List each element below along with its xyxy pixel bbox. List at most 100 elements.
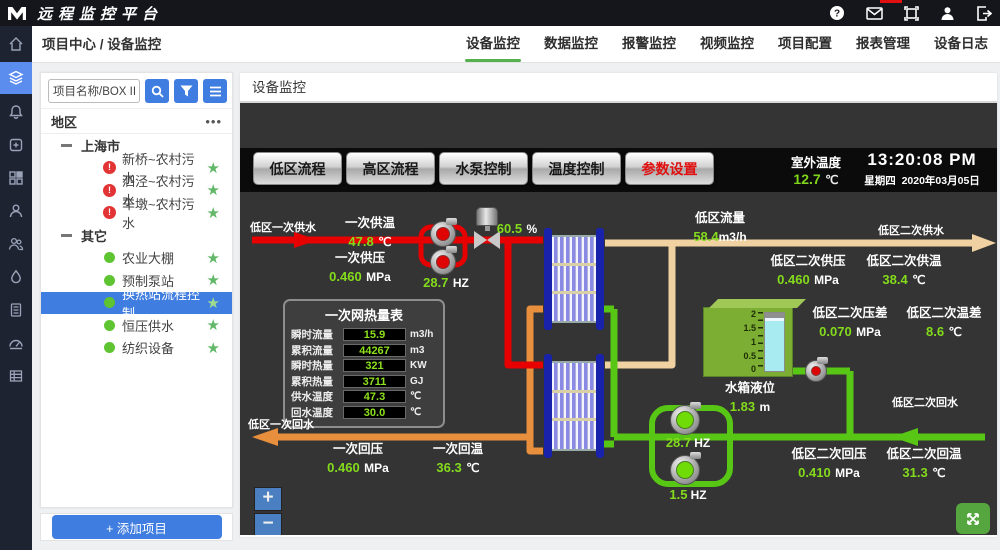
tree-item[interactable]: 农业大棚★ [41,247,232,270]
collapse-icon[interactable] [61,144,72,147]
tree-item[interactable]: !泗泾~农村污水★ [41,174,232,208]
favorite-star-icon[interactable]: ★ [206,182,220,200]
reading-supply-temp: 一次供温 47.8 ℃ [344,216,395,249]
dashboard-icon[interactable] [0,163,32,193]
tree-item[interactable]: !新桥~农村污水★ [41,152,232,186]
logout-icon[interactable] [976,5,992,21]
mail-icon[interactable] [866,6,883,20]
tree-item-selected[interactable]: 换热站流程控制★ [41,287,232,321]
tab-alarm-monitor[interactable]: 报警监控 [622,36,676,51]
favorite-star-icon[interactable]: ★ [206,272,220,290]
meter-value: 30.0 [343,405,406,419]
add-project-button[interactable]: + 添加项目 [51,515,222,539]
meter-value: 321 [343,359,406,373]
add-project-card: + 添加项目 [40,513,233,541]
search-button[interactable] [145,79,169,103]
layers-icon[interactable] [0,62,32,94]
pipe-network [252,224,996,487]
control-valve [467,207,507,253]
user-profile-icon[interactable] [0,196,32,226]
app-title: 远程监控平台 [37,6,164,23]
favorite-star-icon[interactable]: ★ [206,159,220,177]
tab-device-log[interactable]: 设备日志 [934,36,988,51]
gauge-icon[interactable] [0,328,32,358]
reading-sec-supply-pres: 低区二次供压 0.460 MPa [770,254,846,287]
tab-device-monitor[interactable]: 设备监控 [454,26,532,63]
reading-low-zone-flow: 低区流量 58.4m3/h [693,211,747,244]
reading-return-temp: 一次回温 36.3 ℃ [432,442,483,475]
secondary-pump-1 [670,402,701,435]
user-icon[interactable] [940,6,955,21]
btn-pump-control[interactable]: 水泵控制 [439,152,528,185]
reading-sec-diff-temp: 低区二次温差 8.6 ℃ [906,306,982,339]
main-panel: 设备监控 低区流程 高区流程 水泵控制 温度控制 参数设置 室外温度 12.7 … [240,73,997,537]
logo-icon [7,5,27,22]
menu-button[interactable] [203,79,227,103]
collapse-icon[interactable] [61,234,72,237]
btn-temp-control[interactable]: 温度控制 [532,152,621,185]
reading-sec-diff-pres: 低区二次压差 0.070 MPa [812,306,888,339]
online-status-icon [104,297,115,309]
region-more-button[interactable]: ••• [205,113,222,129]
alarm-status-icon: ! [103,206,116,220]
meter-value: 47.3 [343,390,406,404]
primary-pump-1 [430,218,457,247]
zoom-out-button[interactable]: − [254,513,282,535]
favorite-star-icon[interactable]: ★ [206,294,220,312]
project-search-input[interactable] [48,79,140,103]
help-icon[interactable]: ? [829,5,845,21]
heat-exchanger-2 [544,354,604,458]
valve-actuator [476,207,498,226]
water-drop-icon[interactable] [0,262,32,292]
tab-bar: 设备监控 数据监控 报警监控 视频监控 项目配置 报表管理 设备日志 [454,26,1000,63]
online-status-icon [104,252,115,264]
tab-report-manage[interactable]: 报表管理 [856,36,910,51]
favorite-star-icon[interactable]: ★ [206,339,220,357]
add-window-icon[interactable] [0,130,32,160]
tab-project-config[interactable]: 项目配置 [778,36,832,51]
tree-item[interactable]: 纺织设备★ [41,337,232,360]
reading-pump1-freq: 28.7 HZ [423,275,469,290]
water-tank: 2 1.5 1 0.5 0 [703,307,793,377]
favorite-star-icon[interactable]: ★ [206,317,220,335]
outdoor-temperature: 室外温度 12.7 ℃ [790,156,841,187]
region-header: 地区 ••• [41,108,232,134]
meter-value: 3711 [343,374,406,388]
tank-level-gauge [764,312,785,372]
primary-pump-2 [430,246,457,275]
btn-high-zone-flow[interactable]: 高区流程 [346,152,435,185]
bell-icon[interactable] [0,97,32,127]
fullscreen-icon[interactable] [904,5,919,21]
btn-low-zone-flow[interactable]: 低区流程 [253,152,342,185]
meter-value: 15.9 [343,328,406,342]
table-list-icon[interactable] [0,361,32,391]
users-group-icon[interactable] [0,229,32,259]
tree-group-shanghai[interactable]: 上海市 [41,134,232,157]
online-status-icon [104,342,115,354]
reading-supply-pres: 一次供压 0.460 MPa [329,251,391,284]
filter-button[interactable] [174,79,198,103]
favorite-star-icon[interactable]: ★ [206,204,220,222]
home-icon[interactable] [0,29,32,59]
online-status-icon [104,274,115,286]
favorite-star-icon[interactable]: ★ [206,249,220,267]
notification-badge [880,0,902,3]
tree-group-other[interactable]: 其它 [41,224,232,247]
pipe-label: 低区一次供水 [250,222,316,234]
reading-pump3-freq: 1.5 HZ [669,487,707,502]
fit-screen-button[interactable] [956,503,990,534]
document-icon[interactable] [0,295,32,325]
scada-canvas: 低区流程 高区流程 水泵控制 温度控制 参数设置 室外温度 12.7 ℃ 13:… [240,103,997,535]
heat-exchanger-1 [544,228,604,330]
pipe-label: 低区一次回水 [248,419,314,431]
zoom-in-button[interactable]: + [254,487,282,511]
tab-data-monitor[interactable]: 数据监控 [544,36,598,51]
tab-video-monitor[interactable]: 视频监控 [700,36,754,51]
project-tree: 上海市 !新桥~农村污水★ !泗泾~农村污水★ !车墩~农村污水★ 其它 农业大… [41,134,232,359]
tree-item[interactable]: !车墩~农村污水★ [41,197,232,231]
tree-item[interactable]: 预制泵站★ [41,269,232,292]
btn-param-settings[interactable]: 参数设置 [625,152,714,185]
reading-tank-level: 水箱液位 1.83 m [724,381,775,414]
tree-item[interactable]: 恒压供水★ [41,314,232,337]
